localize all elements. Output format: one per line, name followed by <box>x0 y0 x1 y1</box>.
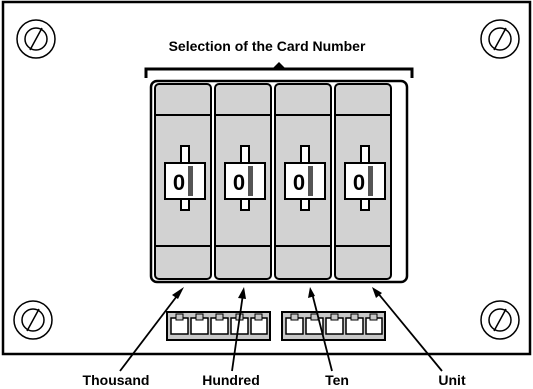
digit-value-ten: 0 <box>293 170 305 195</box>
label-thousand: Thousand <box>83 372 150 388</box>
rotary-switch-block: 0 0 0 0 <box>149 79 409 284</box>
rotary-switch-hundred: 0 <box>214 83 272 280</box>
mount-hole-top-right <box>480 19 520 59</box>
rotary-switch-thousand: 0 <box>154 83 212 280</box>
mount-hole-bottom-left <box>13 300 53 340</box>
rotary-switch-unit: 0 <box>334 83 392 280</box>
digit-value-hundred: 0 <box>233 170 245 195</box>
connector-left <box>166 311 271 341</box>
digit-value-thousand: 0 <box>173 170 185 195</box>
digit-value-unit: 0 <box>353 170 365 195</box>
pointer-arrows <box>119 287 443 372</box>
connector-right <box>281 311 386 341</box>
label-hundred: Hundred <box>202 372 260 388</box>
title-bracket <box>144 62 414 78</box>
label-ten: Ten <box>325 372 349 388</box>
mount-hole-top-left <box>16 19 56 59</box>
mount-hole-bottom-right <box>480 300 520 340</box>
label-unit: Unit <box>438 372 466 388</box>
rotary-switch-ten: 0 <box>274 83 332 280</box>
diagram-title: Selection of the Card Number <box>169 38 366 54</box>
